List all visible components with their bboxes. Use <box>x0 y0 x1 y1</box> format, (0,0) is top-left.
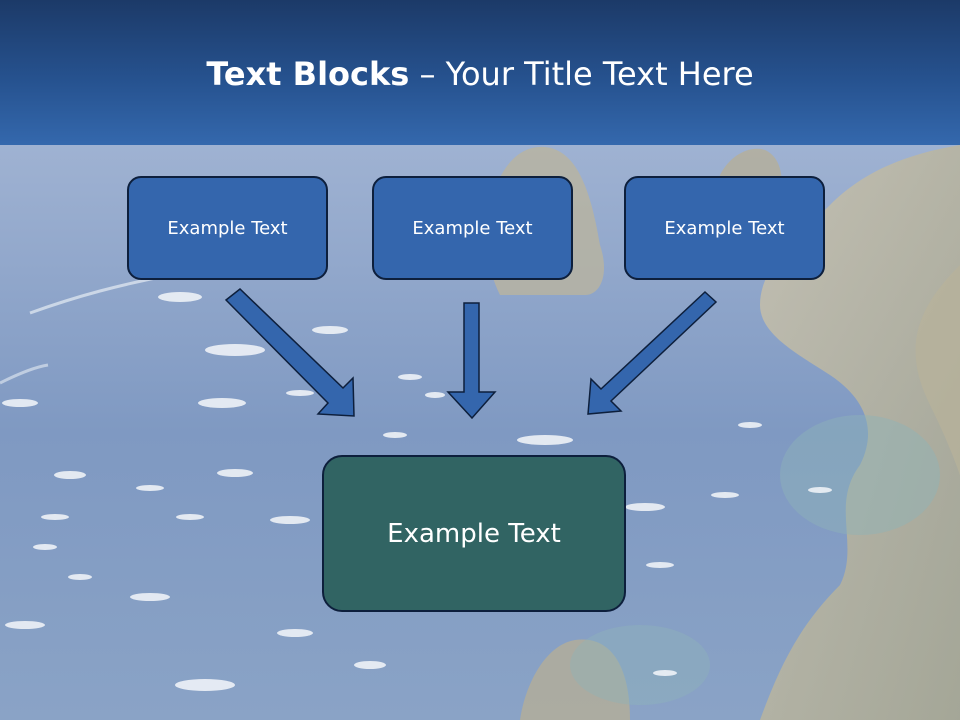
text-box-3[interactable]: Example Text <box>624 176 825 280</box>
title-rest: – Your Title Text Here <box>409 55 754 93</box>
title-bold: Text Blocks <box>206 55 410 93</box>
text-box-3-label: Example Text <box>664 217 785 239</box>
text-box-1[interactable]: Example Text <box>127 176 328 280</box>
result-box[interactable]: Example Text <box>322 455 626 612</box>
header-band: Text Blocks – Your Title Text Here <box>0 0 960 145</box>
text-box-2[interactable]: Example Text <box>372 176 573 280</box>
text-box-2-label: Example Text <box>412 217 533 239</box>
text-box-1-label: Example Text <box>167 217 288 239</box>
result-box-label: Example Text <box>387 518 561 549</box>
slide-title: Text Blocks – Your Title Text Here <box>0 52 960 96</box>
